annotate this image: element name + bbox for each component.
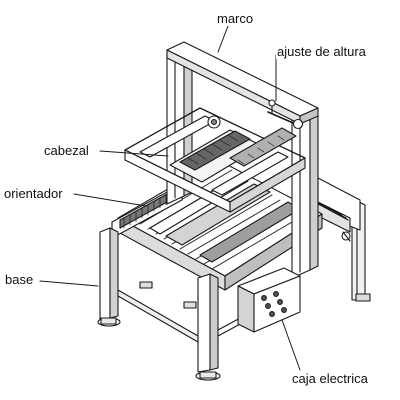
label-cabezal: cabezal	[43, 143, 90, 158]
leader-cabezal	[99, 150, 169, 157]
leader-marco	[217, 25, 229, 53]
label-marco: marco	[216, 11, 255, 26]
cabezal-head	[124, 107, 306, 213]
height-adjust-crank	[267, 99, 304, 130]
label-base: base	[4, 272, 35, 287]
conveyor-bed	[117, 159, 323, 291]
electrical-box	[237, 267, 301, 333]
leader-base	[39, 280, 99, 287]
label-orientador: orientador	[3, 186, 64, 201]
label-caja-electrica: caja electrica	[291, 371, 369, 386]
leader-lines	[39, 25, 301, 371]
label-ajuste-altura: ajuste de altura	[276, 44, 367, 59]
rear-foot	[355, 293, 371, 302]
leader-orientador	[73, 193, 147, 207]
leader-caja	[281, 319, 301, 371]
